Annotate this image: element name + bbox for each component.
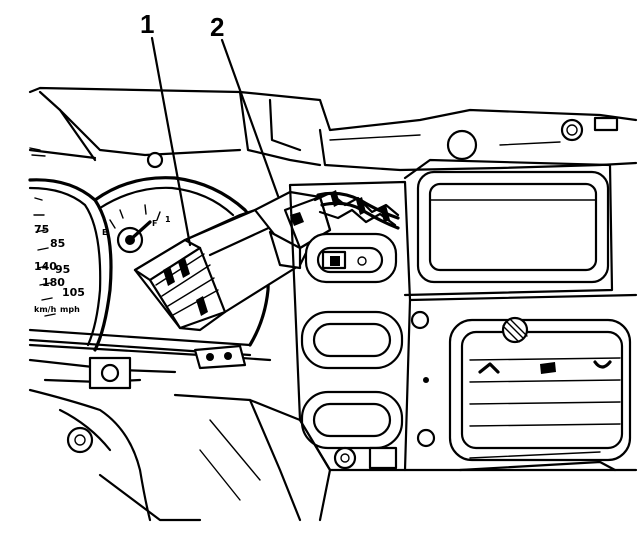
callouts: 1 2	[140, 9, 280, 247]
gauge-label-180: 180	[42, 276, 65, 289]
center-switch-panel	[288, 180, 412, 472]
dash-knob-top	[446, 129, 478, 161]
vent-opening	[403, 158, 614, 297]
instrument-cluster: E F 1 75 85 95 105 140 180 km/h mph	[28, 176, 270, 357]
leader-line-1	[150, 36, 192, 247]
svg-text:1: 1	[165, 215, 171, 224]
dash-clip-top-right	[593, 116, 619, 132]
column-bolt-icon	[66, 426, 94, 454]
gauge-label-95: 95	[55, 263, 70, 276]
gauge-label-105: 105	[62, 286, 85, 299]
panel-screw-mid-icon	[410, 310, 430, 330]
panel-screw-bottom-icon	[333, 446, 357, 470]
callout-1: 1	[140, 9, 154, 39]
upper-dash-trim	[28, 86, 638, 172]
svg-text:E: E	[102, 228, 107, 237]
panel-screw-low-icon	[416, 428, 436, 448]
dash-screw-top-right-icon	[560, 118, 584, 142]
callout-2: 2	[210, 12, 224, 42]
lower-dash	[28, 343, 332, 522]
gauge-label-mph: mph	[60, 305, 80, 314]
dash-screw-left-icon	[146, 151, 164, 169]
svg-text:F: F	[152, 219, 157, 228]
climate-control-module	[403, 293, 638, 472]
gauge-label-75: 75	[34, 223, 49, 236]
gauge-label-140: 140	[34, 260, 57, 273]
gauge-label-kmh: km/h	[34, 305, 57, 314]
leader-line-2	[220, 38, 280, 198]
gauge-label-85: 85	[50, 237, 65, 250]
